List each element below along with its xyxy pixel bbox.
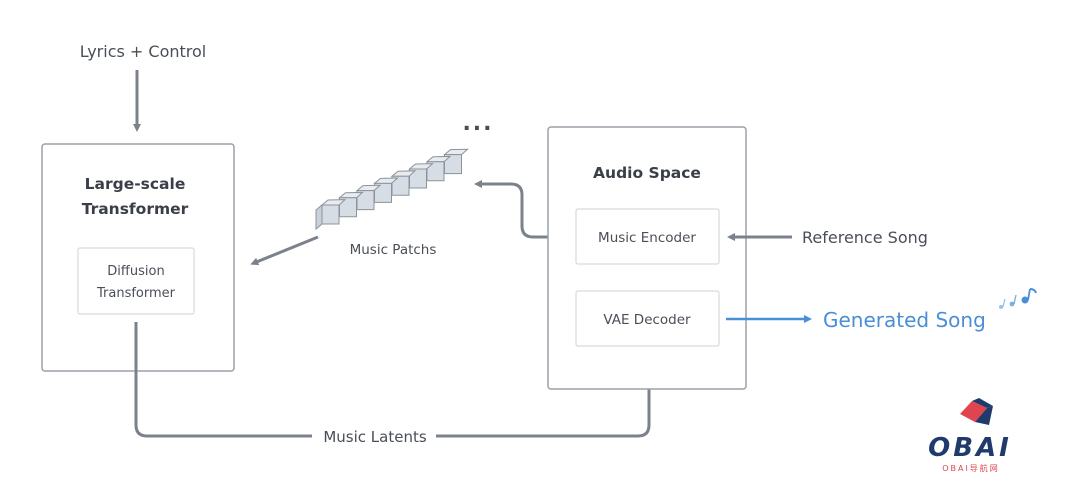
music-latents-label: Music Latents (323, 428, 426, 446)
diffusion-transformer-box (77, 247, 195, 315)
diffusion-label-1: Diffusion (107, 264, 164, 279)
music-encoder-label: Music Encoder (598, 230, 696, 246)
vae-decoder-label: VAE Decoder (603, 312, 691, 328)
audio-space-title: Audio Space (593, 164, 701, 182)
patch-cube (355, 184, 382, 211)
logo-subtitle: OBAI导航网 (942, 463, 1000, 473)
latents-line-left (134, 322, 312, 438)
patch-cube-side (315, 203, 323, 231)
patch-cube (373, 177, 399, 203)
music-encoder-box (575, 208, 720, 265)
latents-line-right (436, 354, 653, 438)
logo-brand: OBAI (928, 433, 1012, 463)
logo-cube-red (960, 401, 987, 422)
encoder-to-patches-arrow (474, 180, 570, 239)
music-notes-icon (999, 288, 1037, 309)
generated-song-label: Generated Song (823, 308, 986, 332)
music-patches-cubes (315, 148, 469, 231)
patches-to-transformer-arrow (250, 235, 319, 266)
patch-cube (338, 191, 364, 218)
diffusion-label-2: Transformer (96, 286, 176, 301)
obai-logo: OBAI OBAI导航网 (928, 398, 1012, 473)
patches-ellipsis: ... (462, 111, 493, 136)
reference-song-label: Reference Song (802, 228, 928, 247)
lyrics-control-label: Lyrics + Control (80, 42, 206, 61)
music-patches-label: Music Patchs (350, 242, 437, 258)
transformer-title-2: Transformer (82, 200, 189, 218)
patch-cube (443, 148, 469, 175)
transformer-title-1: Large-scale (85, 175, 186, 193)
vae-decoder-box (575, 290, 720, 347)
patch-cube (408, 163, 434, 189)
